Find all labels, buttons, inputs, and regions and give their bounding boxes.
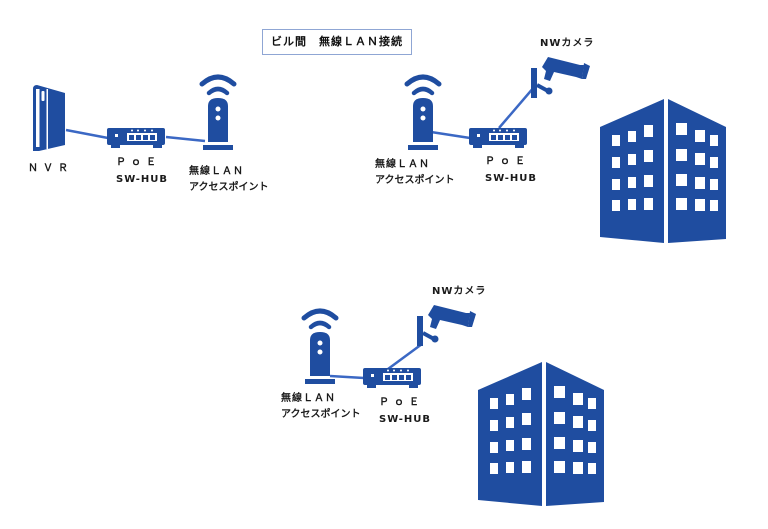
- ap-label-line1: 無線ＬＡＮ: [375, 159, 430, 170]
- poe-switch-icon: [107, 128, 165, 148]
- hub-label-line1: ＰｏＥ: [379, 397, 424, 408]
- hub-label-line2: SW-HUB: [379, 414, 432, 425]
- camera-label: NWカメラ: [540, 38, 595, 49]
- camera-label: NWカメラ: [432, 286, 487, 297]
- poe-switch-icon: [363, 368, 421, 388]
- network-camera-icon: [531, 57, 590, 98]
- cable-hub-to-ap: [165, 135, 206, 143]
- wireless-access-point-icon: [199, 74, 237, 150]
- hub-label-line1: ＰｏＥ: [485, 156, 530, 167]
- hub-label-line2: SW-HUB: [485, 173, 538, 184]
- diagram-title: ビル間 無線ＬＡＮ接続: [262, 29, 412, 55]
- cable-ap-to-hub: [430, 130, 471, 140]
- ap-label-line2: アクセスポイント: [375, 175, 455, 186]
- hub-label-line2: SW-HUB: [116, 174, 169, 185]
- wireless-access-point-icon: [301, 308, 339, 384]
- cable-ap-to-hub: [329, 374, 365, 380]
- building-icon: [600, 99, 726, 243]
- cable-hub-to-camera: [498, 85, 536, 129]
- cable-nvr-to-hub: [65, 128, 109, 140]
- hub-label-line1: ＰｏＥ: [116, 157, 161, 168]
- ap-label-line1: 無線ＬＡＮ: [189, 166, 244, 177]
- network-camera-icon: [417, 305, 476, 346]
- building-icon: [478, 362, 604, 506]
- ap-label-line1: 無線ＬＡＮ: [281, 393, 336, 404]
- poe-switch-icon: [469, 128, 527, 148]
- nvr-icon: [33, 85, 65, 151]
- cable-hub-to-camera: [387, 342, 423, 371]
- nvr-label: ＮＶＲ: [28, 163, 73, 174]
- ap-label-line2: アクセスポイント: [189, 182, 269, 193]
- wireless-access-point-icon: [404, 74, 442, 150]
- ap-label-line2: アクセスポイント: [281, 409, 361, 420]
